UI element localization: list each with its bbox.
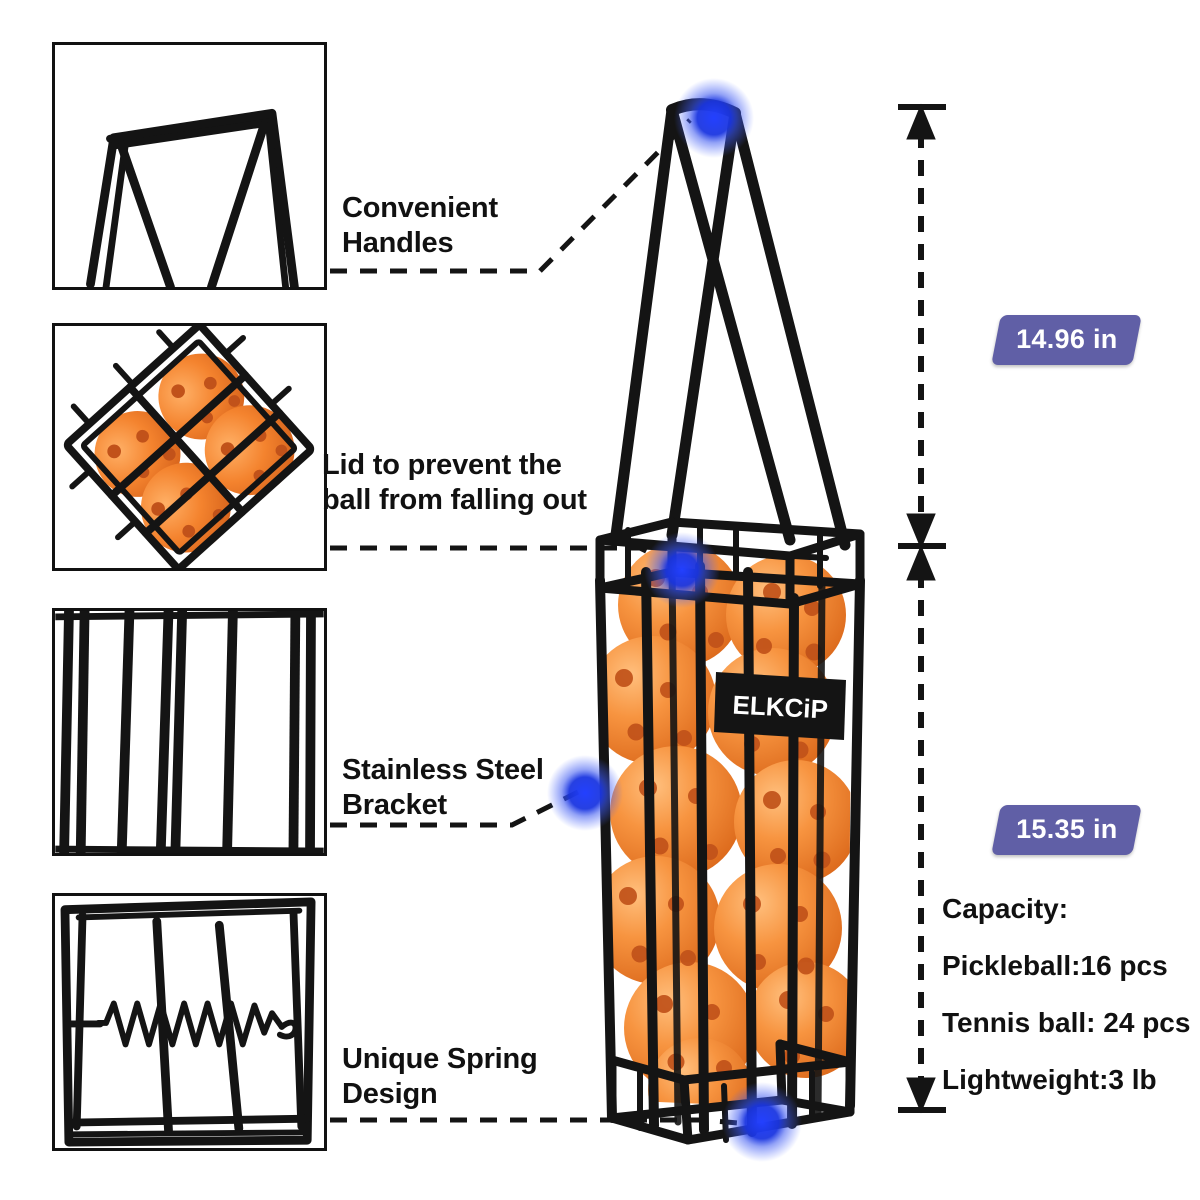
feature-panel-lid xyxy=(52,323,327,571)
hotspot-marker-handles xyxy=(674,78,754,158)
callout-label-handles: Convenient Handles xyxy=(342,192,498,260)
hotspot-marker-spring xyxy=(722,1082,802,1162)
feature-panel-handles xyxy=(52,42,327,290)
brand-label-plate: ELKCiP xyxy=(714,672,846,740)
dimension-arrows xyxy=(898,103,946,1114)
hotspot-marker-bracket xyxy=(547,755,623,831)
leader-line-bracket xyxy=(330,789,580,828)
capacity-line-weight: Lightweight:3 lb xyxy=(942,1064,1157,1095)
hotspot-marker-lid xyxy=(644,532,720,608)
vertical-steel-bars-icon xyxy=(55,611,324,853)
capacity-spec-block: Capacity: Pickleball:16 pcs Tennis ball:… xyxy=(942,895,1190,1123)
hotspot-markers xyxy=(547,78,802,1162)
capacity-line-tennis: Tennis ball: 24 pcs xyxy=(942,1007,1191,1038)
leader-line-lid xyxy=(330,545,678,569)
wire-handle-frame-icon xyxy=(86,108,299,287)
brand-label-text: ELKCiP xyxy=(732,690,829,725)
feature-panel-spring xyxy=(52,893,327,1151)
lid-top-view-with-balls-icon xyxy=(63,326,315,568)
callout-label-spring: Unique Spring Design xyxy=(342,1043,538,1111)
leader-line-handles xyxy=(330,118,692,274)
product-handle xyxy=(610,98,851,551)
feature-panel-bracket xyxy=(52,608,327,856)
capacity-title: Capacity: xyxy=(942,893,1069,924)
coil-spring-frame-icon xyxy=(60,897,316,1147)
callout-label-bracket: Stainless Steel Bracket xyxy=(342,754,544,822)
callout-label-lid: Lid to prevent the ball from falling out xyxy=(322,449,587,517)
capacity-line-pickleball: Pickleball:16 pcs xyxy=(942,950,1168,981)
product-basket-cage xyxy=(595,517,865,1145)
